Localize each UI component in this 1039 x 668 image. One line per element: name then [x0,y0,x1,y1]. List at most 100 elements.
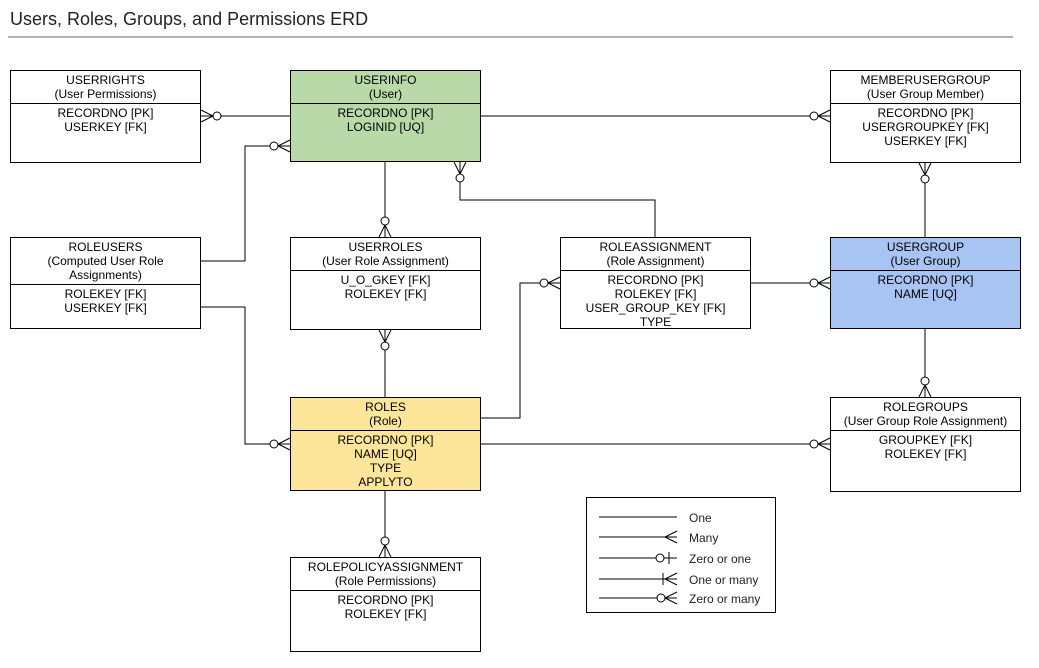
zero-mark-userinfo-bottom [455,173,465,183]
page-title: Users, Roles, Groups, and Permissions ER… [10,9,369,29]
entity-roleusers[interactable]: ROLEUSERS (Computed User Role Assignment… [10,237,201,329]
entity-attributes: RECORDNO [PK] USERGROUPKEY [FK] USERKEY … [831,104,1020,148]
entity-header: ROLES (Role) [291,398,480,431]
entity-name: ROLEPOLICYASSIGNMENT [307,560,464,574]
zero-mark-userroles-bottom [380,341,390,351]
entity-roles[interactable]: ROLES (Role) RECORDNO [PK] NAME [UQ] TYP… [290,397,481,491]
attribute: GROUPKEY [FK] [878,433,973,447]
entity-rolepolicyassignment[interactable]: ROLEPOLICYASSIGNMENT (Role Permissions) … [290,557,481,652]
zero-mark-userroles-top [380,216,390,226]
attribute: ROLEKEY [FK] [614,287,697,301]
entity-header: MEMBERUSERGROUP (User Group Member) [831,71,1020,104]
entity-header: USERGROUP (User Group) [831,238,1020,271]
zero-mark-rolegroups-left [809,439,819,449]
legend-item-zero-or-many: Zero or many [587,589,777,609]
entity-attributes: ROLEKEY [FK] USERKEY [FK] [11,285,200,315]
legend: One Many Zero or one One or many Zero or… [586,497,776,613]
zero-or-one-symbol-icon [599,552,677,564]
entity-usergroup[interactable]: USERGROUP (User Group) RECORDNO [PK] NAM… [830,237,1021,329]
attribute: USERGROUPKEY [FK] [862,120,989,134]
attribute: RECORDNO [PK] [607,273,704,287]
entity-attributes: RECORDNO [PK] NAME [UQ] TYPE APPLYTO [291,431,480,489]
entity-name: USERINFO [354,73,417,87]
one-symbol-icon [599,516,677,518]
rel-roleassignment-userinfo[interactable] [459,162,656,237]
attribute: NAME [UQ] [354,447,417,461]
title-divider [8,36,1013,38]
entity-attributes: GROUPKEY [FK] ROLEKEY [FK] [831,431,1020,461]
zero-mark-rolegroups-top [920,376,930,386]
attribute: USERKEY [FK] [884,134,967,148]
entity-header: USERROLES (User Role Assignment) [291,238,480,271]
entity-header: ROLEGROUPS (User Group Role Assignment) [831,398,1020,431]
entity-subtitle: (User Group Member) [866,87,985,101]
legend-label: Many [689,531,719,545]
zero-mark-roles-left [269,439,279,449]
attribute: USER_GROUP_KEY [FK] [585,301,726,315]
rel-roles-roleassignment[interactable] [481,282,560,419]
entity-name: ROLEUSERS [68,240,143,254]
entity-subtitle: (Computed User Role Assignments) [47,254,164,282]
legend-item-one: One [587,508,777,528]
entity-attributes: RECORDNO [PK] ROLEKEY [FK] [291,591,480,621]
legend-label: Zero or one [689,552,752,566]
entity-name: ROLEASSIGNMENT [599,240,712,254]
zero-mark-userrights [212,111,222,121]
many-symbol-icon [599,530,678,544]
attribute: USERKEY [FK] [64,120,147,134]
entity-header: ROLEUSERS (Computed User Role Assignment… [11,238,200,285]
legend-label: Zero or many [689,592,761,606]
entity-userrights[interactable]: USERRIGHTS (User Permissions) RECORDNO [… [10,70,201,163]
attribute: RECORDNO [PK] [337,106,434,120]
entity-attributes: RECORDNO [PK] USERKEY [FK] [11,104,200,134]
one-or-many-symbol-icon [599,572,678,586]
zero-mark-rolepolicy-top [380,536,390,546]
zero-mark-memberusergroup [809,111,819,121]
entity-subtitle: (User Group Role Assignment) [843,414,1008,428]
entity-header: ROLEASSIGNMENT (Role Assignment) [561,238,750,271]
rel-userinfo-roleusers[interactable] [201,145,290,262]
attribute: RECORDNO [PK] [877,273,974,287]
attribute: USERKEY [FK] [64,301,147,315]
attribute: ROLEKEY [FK] [64,287,147,301]
legend-item-zero-or-one: Zero or one [587,549,777,569]
entity-subtitle: (User Group) [890,254,961,268]
legend-label: One [689,511,712,525]
zero-mark-roleassignment-left [539,278,549,288]
entity-header: USERRIGHTS (User Permissions) [11,71,200,104]
entity-subtitle: (Role Assignment) [606,254,705,268]
entity-subtitle: (Role Permissions) [334,574,437,588]
legend-item-many: Many [587,528,777,548]
entity-header: USERINFO (User) [291,71,480,104]
entity-name: USERROLES [348,240,423,254]
entity-userroles[interactable]: USERROLES (User Role Assignment) U_O_GKE… [290,237,481,330]
zero-mark-userinfo-left [269,141,279,151]
attribute: RECORDNO [PK] [337,433,434,447]
entity-subtitle: (User Permissions) [54,87,157,101]
attribute: TYPE [639,315,672,329]
attribute: ROLEKEY [FK] [344,287,427,301]
rel-roleusers-roles[interactable] [201,306,290,445]
entity-subtitle: (Role) [369,414,402,428]
entity-userinfo[interactable]: USERINFO (User) RECORDNO [PK] LOGINID [U… [290,70,481,162]
attribute: RECORDNO [PK] [57,106,154,120]
attribute: LOGINID [UQ] [346,120,425,134]
attribute: U_O_GKEY [FK] [340,273,431,287]
attribute: RECORDNO [PK] [337,593,434,607]
entity-header: ROLEPOLICYASSIGNMENT (Role Permissions) [291,558,480,591]
entity-memberusergroup[interactable]: MEMBERUSERGROUP (User Group Member) RECO… [830,70,1021,163]
legend-item-one-or-many: One or many [587,570,777,590]
attribute: TYPE [369,461,402,475]
entity-attributes: RECORDNO [PK] ROLEKEY [FK] USER_GROUP_KE… [561,271,750,329]
attribute: ROLEKEY [FK] [884,447,967,461]
entity-name: MEMBERUSERGROUP [860,73,991,87]
entity-name: USERGROUP [886,240,965,254]
entity-attributes: U_O_GKEY [FK] ROLEKEY [FK] [291,271,480,301]
entity-attributes: RECORDNO [PK] NAME [UQ] [831,271,1020,301]
legend-label: One or many [689,573,759,587]
entity-rolegroups[interactable]: ROLEGROUPS (User Group Role Assignment) … [830,397,1021,492]
entity-roleassignment[interactable]: ROLEASSIGNMENT (Role Assignment) RECORDN… [560,237,751,329]
attribute: RECORDNO [PK] [877,106,974,120]
entity-name: USERRIGHTS [66,73,145,87]
